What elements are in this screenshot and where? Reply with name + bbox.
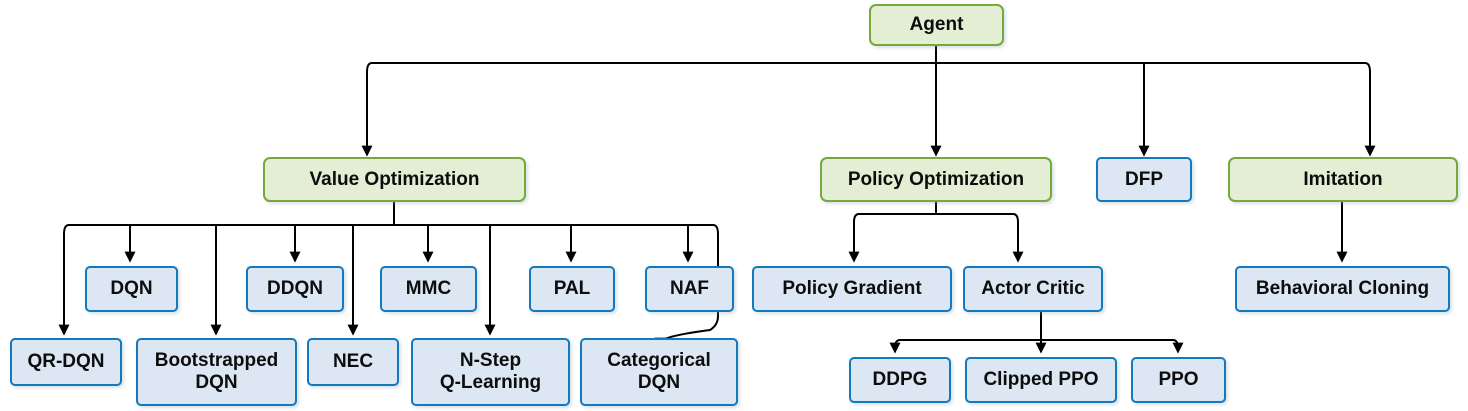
node-mmc-label: MMC — [405, 278, 452, 300]
node-mmc[interactable]: MMC — [380, 266, 477, 312]
node-behavioral-cloning[interactable]: Behavioral Cloning — [1235, 266, 1450, 312]
node-qr-dqn-label: QR-DQN — [27, 351, 105, 373]
node-ddqn-label: DDQN — [267, 278, 323, 300]
node-qr-dqn[interactable]: QR-DQN — [10, 338, 122, 386]
node-categorical-dqn-label: Categorical DQN — [607, 350, 711, 393]
node-naf-label: NAF — [669, 278, 710, 300]
node-actor-critic-label: Actor Critic — [981, 278, 1085, 300]
node-dfp[interactable]: DFP — [1096, 157, 1192, 202]
node-dqn[interactable]: DQN — [85, 266, 178, 312]
node-agent-label: Agent — [909, 14, 964, 36]
node-ddqn[interactable]: DDQN — [246, 266, 344, 312]
node-pal[interactable]: PAL — [529, 266, 615, 312]
node-value-optimization-label: Value Optimization — [309, 168, 480, 190]
node-ppo-label: PPO — [1158, 369, 1199, 391]
node-n-step-q-learning[interactable]: N-Step Q-Learning — [411, 338, 570, 406]
node-bootstrapped-dqn[interactable]: Bootstrapped DQN — [136, 338, 297, 406]
node-dqn-label: DQN — [110, 278, 153, 300]
node-policy-gradient-label: Policy Gradient — [782, 278, 922, 300]
node-policy-optimization-label: Policy Optimization — [847, 168, 1025, 190]
node-policy-gradient[interactable]: Policy Gradient — [752, 266, 952, 312]
node-categorical-dqn[interactable]: Categorical DQN — [580, 338, 738, 406]
node-value-optimization[interactable]: Value Optimization — [263, 157, 526, 202]
node-policy-optimization[interactable]: Policy Optimization — [820, 157, 1052, 202]
node-imitation[interactable]: Imitation — [1228, 157, 1458, 202]
node-naf[interactable]: NAF — [645, 266, 734, 312]
node-bootstrapped-dqn-label: Bootstrapped DQN — [154, 350, 279, 393]
node-behavioral-cloning-label: Behavioral Cloning — [1255, 278, 1430, 300]
node-nec[interactable]: NEC — [307, 338, 399, 386]
node-imitation-label: Imitation — [1303, 168, 1383, 190]
node-agent[interactable]: Agent — [869, 4, 1004, 46]
node-actor-critic[interactable]: Actor Critic — [963, 266, 1103, 312]
node-ddpg-label: DDPG — [872, 369, 928, 391]
node-dfp-label: DFP — [1125, 168, 1163, 190]
node-ppo[interactable]: PPO — [1131, 357, 1226, 403]
node-nec-label: NEC — [332, 351, 374, 373]
node-ddpg[interactable]: DDPG — [849, 357, 951, 403]
node-pal-label: PAL — [553, 278, 591, 300]
node-clipped-ppo[interactable]: Clipped PPO — [965, 357, 1117, 403]
node-n-step-q-learning-label: N-Step Q-Learning — [439, 350, 542, 393]
node-clipped-ppo-label: Clipped PPO — [983, 369, 1099, 391]
